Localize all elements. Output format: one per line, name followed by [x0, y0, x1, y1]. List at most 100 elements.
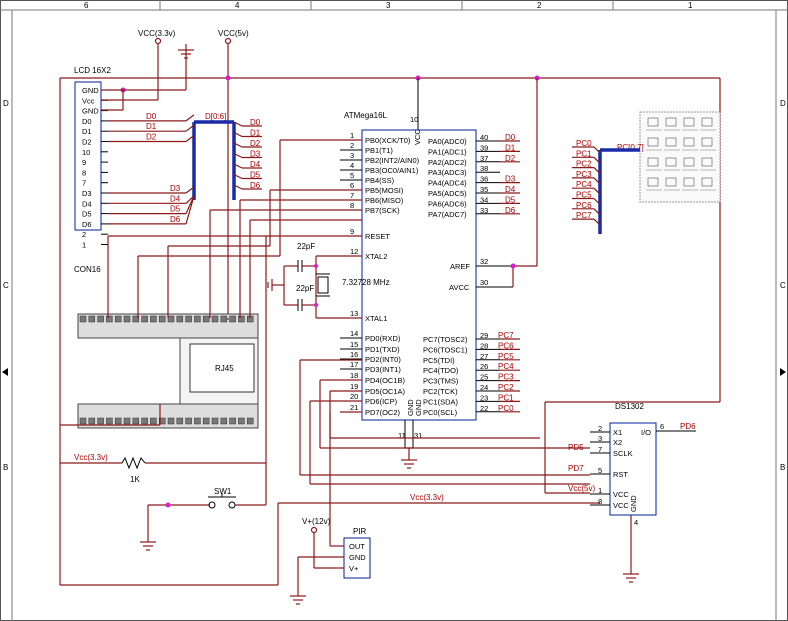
- mcu-pin-num: 40: [480, 133, 488, 142]
- keypad-key: [701, 157, 713, 167]
- keypad-key: [647, 117, 659, 127]
- mcu-pin-name: PC6(TOSC1): [423, 345, 468, 354]
- keypad-key: [683, 157, 695, 167]
- sw1-label: SW1: [214, 487, 232, 496]
- mcu-net-label: PC0: [498, 404, 514, 413]
- col-label: 1: [688, 1, 693, 10]
- pc-bus-label: PC[0:7]: [617, 143, 644, 152]
- mcu-pin-name: PC2(TCK): [423, 387, 458, 396]
- rtc-pin-name: X1: [613, 428, 622, 437]
- lcd-net-label: D0: [146, 112, 157, 121]
- rj45-pad: [176, 417, 184, 425]
- v12-label: V+(12v): [302, 517, 331, 526]
- mcu-avcc-pin: AVCC 30: [449, 278, 513, 292]
- mcu-net-label: PC2: [498, 383, 514, 392]
- mcu-pin-num: 33: [480, 206, 488, 215]
- mcu-pin-num: 6: [350, 181, 354, 190]
- rj45-pad: [106, 315, 113, 323]
- vcc33-rtc-label: Vcc(3.3v): [410, 493, 444, 502]
- row-label: B: [3, 463, 8, 472]
- ground-symbol-top: [178, 44, 194, 90]
- bus-entry: [233, 152, 243, 159]
- mcu-pin-name: PA3(ADC3): [428, 168, 467, 177]
- mcu-net-label: D6: [505, 206, 516, 215]
- bus-entry: [593, 187, 601, 195]
- svg-text:11: 11: [398, 431, 406, 440]
- mcu-pin-name: PC1(SDA): [423, 397, 459, 406]
- rj45-pad: [238, 315, 245, 323]
- bus-entry: [593, 177, 601, 185]
- rj45-pad: [238, 417, 245, 425]
- mcu-pin-num: 36: [480, 175, 488, 184]
- bus-entry: [233, 121, 243, 127]
- bus-entry: [593, 146, 601, 154]
- lcd-pin-label: 9: [82, 158, 86, 167]
- rtc-pin-name: SCLK: [613, 449, 633, 458]
- mcu-pin-name: PC3(TMS): [423, 377, 459, 386]
- lcd-connector: LCD 16X2 GNDVccGNDD0D1D210987D3D4D5D621 …: [74, 66, 111, 274]
- lcd-pin-label: D3: [82, 189, 92, 198]
- mcu-gnd-pins: GND GND 11 31: [398, 399, 423, 469]
- mcu-pin-num: 29: [480, 331, 488, 340]
- keypad-net-label: PC7: [576, 211, 592, 220]
- rtc-pin-num: 2: [598, 424, 602, 433]
- rtc-pin-name: X2: [613, 438, 622, 447]
- svg-text:10: 10: [410, 115, 418, 124]
- keypad-net-label: PC4: [576, 180, 592, 189]
- rj45-pad: [176, 315, 184, 323]
- rj45-pad: [202, 417, 210, 425]
- row-label: D: [3, 99, 9, 108]
- row-label: C: [3, 281, 9, 290]
- mcu-pin-name: PB2(INT2/AIN0): [365, 156, 420, 165]
- rtc-name: DS1302: [615, 402, 644, 411]
- rj45-pad: [97, 417, 104, 425]
- rj45-pad: [123, 315, 131, 323]
- rj45-pad: [132, 315, 140, 323]
- svg-text:V+: V+: [349, 564, 359, 573]
- rtc-pin-name: RST: [613, 470, 628, 479]
- rj45-pad: [220, 417, 228, 425]
- rj45-pad: [158, 417, 166, 425]
- mcu-body: [361, 129, 477, 421]
- mcu-pin-name: RESET: [365, 232, 390, 241]
- rj45-pad: [167, 315, 175, 323]
- vcc33-symbol: VCC(3.3v): [138, 29, 176, 100]
- keypad-net-label: PC2: [576, 160, 592, 169]
- rj45-pad: [246, 417, 254, 425]
- row-label: C: [780, 281, 786, 290]
- lcd-pin-label: 8: [82, 168, 86, 177]
- crystal-freq: 7.32728 MHz: [342, 278, 390, 287]
- lcd-pin-label: D5: [82, 210, 92, 219]
- bus-net-label: D3: [250, 150, 261, 159]
- rj45-pad: [114, 417, 122, 425]
- mcu-pin-name: PD6(ICP): [365, 397, 398, 406]
- mcu-pin-name: PA1(ADC1): [428, 147, 467, 156]
- svg-text:VCC(5v): VCC(5v): [218, 29, 249, 38]
- mcu-pin-num: 18: [350, 371, 358, 380]
- mcu-pin-num: 12: [350, 247, 358, 256]
- svg-text:GND: GND: [414, 399, 423, 416]
- mcu-net-label: D2: [505, 154, 516, 163]
- mcu-pin-num: 7: [350, 191, 354, 200]
- mcu-pin-num: 35: [480, 185, 488, 194]
- bus-entry: [593, 156, 601, 164]
- rtc-net-label: Vcc(5v): [568, 484, 595, 493]
- mcu-pin-num: 3: [350, 151, 354, 160]
- rj45-pad: [123, 417, 131, 425]
- rtc-pin-name: I/O: [641, 428, 651, 437]
- bus-entry: [593, 198, 601, 205]
- lcd-pin-label: D2: [82, 138, 92, 147]
- rj45-pad: [79, 315, 87, 323]
- mcu-pin-num: 38: [480, 164, 488, 173]
- mcu-pin-name: PB4(SS): [365, 176, 395, 185]
- rj45-pad: [211, 417, 219, 425]
- mcu-pin-num: 19: [350, 382, 358, 391]
- lcd-pin-label: D6: [82, 220, 92, 229]
- row-label: D: [780, 99, 786, 108]
- keypad-net-label: PC3: [576, 170, 592, 179]
- lcd-net-label: D5: [170, 205, 181, 214]
- col-label: 3: [386, 1, 391, 10]
- rj45-pad: [194, 315, 201, 323]
